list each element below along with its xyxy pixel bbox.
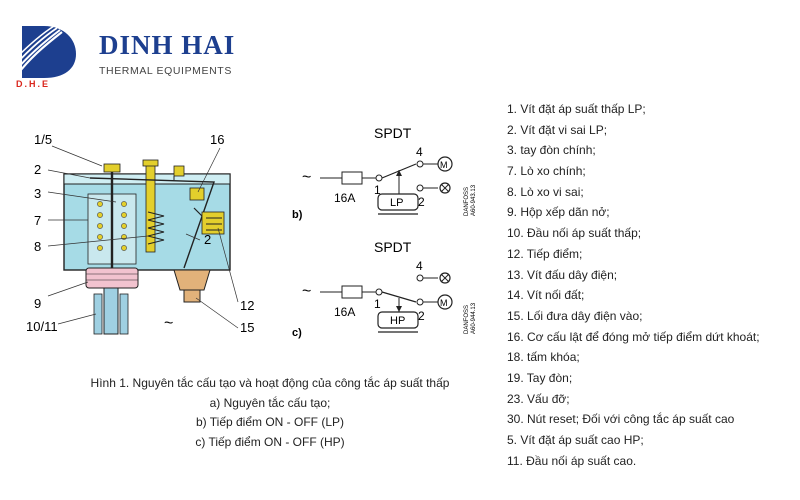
callout-8: 8 [34,239,41,254]
legend-item: 18. tấm khóa; [507,350,580,365]
figure-caption: Hình 1. Nguyên tắc cấu tạo và hoạt động … [60,374,480,452]
panel-c-bellows: HP [390,315,405,327]
panel-b-supply: ~ [302,169,311,186]
callout-9: 9 [34,296,41,311]
legend-item: 13. Vít đấu dây điện; [507,267,618,282]
caption-line-c: c) Tiếp điểm ON - OFF (HP) [195,434,345,449]
callout-16: 16 [210,132,224,147]
panel-b-bellows-icon [377,193,419,211]
callout-1-5: 1/5 [34,132,52,147]
callout-10-11: 10/11 [26,319,58,334]
callout-7: 7 [34,213,41,228]
callout-12: 12 [240,298,254,313]
legend-item: 2. Vít đặt vi sai LP; [507,122,608,137]
panel-c-letter: c) [292,327,302,339]
panel-c-hp-contacts: SPDT ~ 16A 1 4 2 M HP c) DANFOSS A60-944… [292,239,477,339]
panel-c-terminal-2: 2 [418,309,425,323]
panel-c-terminal-4: 4 [416,259,423,273]
panel-c-fuse: 16A [334,305,355,319]
legend-item: 1. Vít đặt áp suất thấp LP; [507,102,646,116]
panel-b-terminal-4: 4 [416,145,423,159]
panel-b-title: SPDT [374,125,412,141]
legend-item: 12. Tiếp điểm; [507,246,583,261]
legend-item: 15. Lối đưa dây điện vào; [507,308,643,323]
caption-title: Hình 1. Nguyên tắc cấu tạo và hoạt động … [90,376,450,390]
caption-line-b: b) Tiếp điểm ON - OFF (LP) [195,415,345,429]
panel-b-fuse: 16A [334,191,355,205]
brand-name: DINH HAI [99,30,236,60]
construction-drawing: 1/5 2 3 7 8 9 10/11 16 2 12 15 ~ [26,132,254,335]
legend-item: 10. Đầu nối áp suất thấp; [507,226,642,241]
panel-b-motor-m: M [440,160,448,170]
legend-item: 9. Hộp xếp dãn nở; [507,205,610,220]
legend-item: 5. Vít đặt áp suất cao HP; [507,433,644,447]
legend-item: 11. Đầu nối áp suất cao. [507,453,637,468]
legend-item: 23. Vấu đỡ; [507,391,570,406]
panel-c-supply: ~ [302,283,311,300]
callout-ac: ~ [164,315,173,332]
callout-2-inner: 2 [204,232,211,247]
panel-b-terminal-2: 2 [418,195,425,209]
panel-b-code-2: A60-943.13 [471,184,477,216]
panel-c-title: SPDT [374,239,412,255]
legend-item: 14. Vít nối đất; [507,288,585,303]
panel-b-terminal-1: 1 [374,183,381,197]
panel-c-motor-icon [437,294,453,310]
panel-b-lp-contacts: SPDT ~ 16A 1 4 M 2 LP b) DANFOSS A60-943… [292,125,477,221]
legend-item: 30. Nút reset; Đối với công tắc áp suất … [507,412,735,427]
caption-line-a: a) Nguyên tắc cấu tạo; [209,395,331,410]
legend-item: 3. tay đòn chính; [507,143,596,158]
legend-item: 8. Lò xo vi sai; [507,184,584,199]
legend-item: 16. Cơ cấu lật để đóng mở tiếp điểm dứt … [507,329,760,344]
pressure-switch-diagram: 1/5 2 3 7 8 9 10/11 16 2 12 15 ~ SPDT ~ … [26,125,477,339]
logo-text: D.H.E [16,79,50,88]
callout-2: 2 [34,162,41,177]
panel-b-code-1: DANFOSS [464,187,470,216]
brand-subtitle: THERMAL EQUIPMENTS [99,65,232,77]
panel-c-code-2: A60-944.13 [471,302,477,334]
dhe-logo-icon: D.H.E [15,25,76,88]
panel-c-fuse-icon [341,285,363,299]
panel-c-terminal-1: 1 [374,297,381,311]
panel-c-bellows-icon [377,311,419,329]
legend-item: 7. Lò xo chính; [507,164,586,179]
panel-c-motor-m: M [440,298,448,308]
panel-b-motor-icon [437,156,453,172]
panel-c-code-1: DANFOSS [464,305,470,334]
parts-legend: 1. Vít đặt áp suất thấp LP; 2. Vít đặt v… [507,99,760,471]
panel-b-letter: b) [292,209,303,221]
panel-b-bellows: LP [390,197,403,209]
callout-3: 3 [34,186,41,201]
panel-b-fuse-icon [341,171,363,185]
callout-15: 15 [240,320,254,335]
legend-item: 19. Tay đòn; [507,370,573,385]
